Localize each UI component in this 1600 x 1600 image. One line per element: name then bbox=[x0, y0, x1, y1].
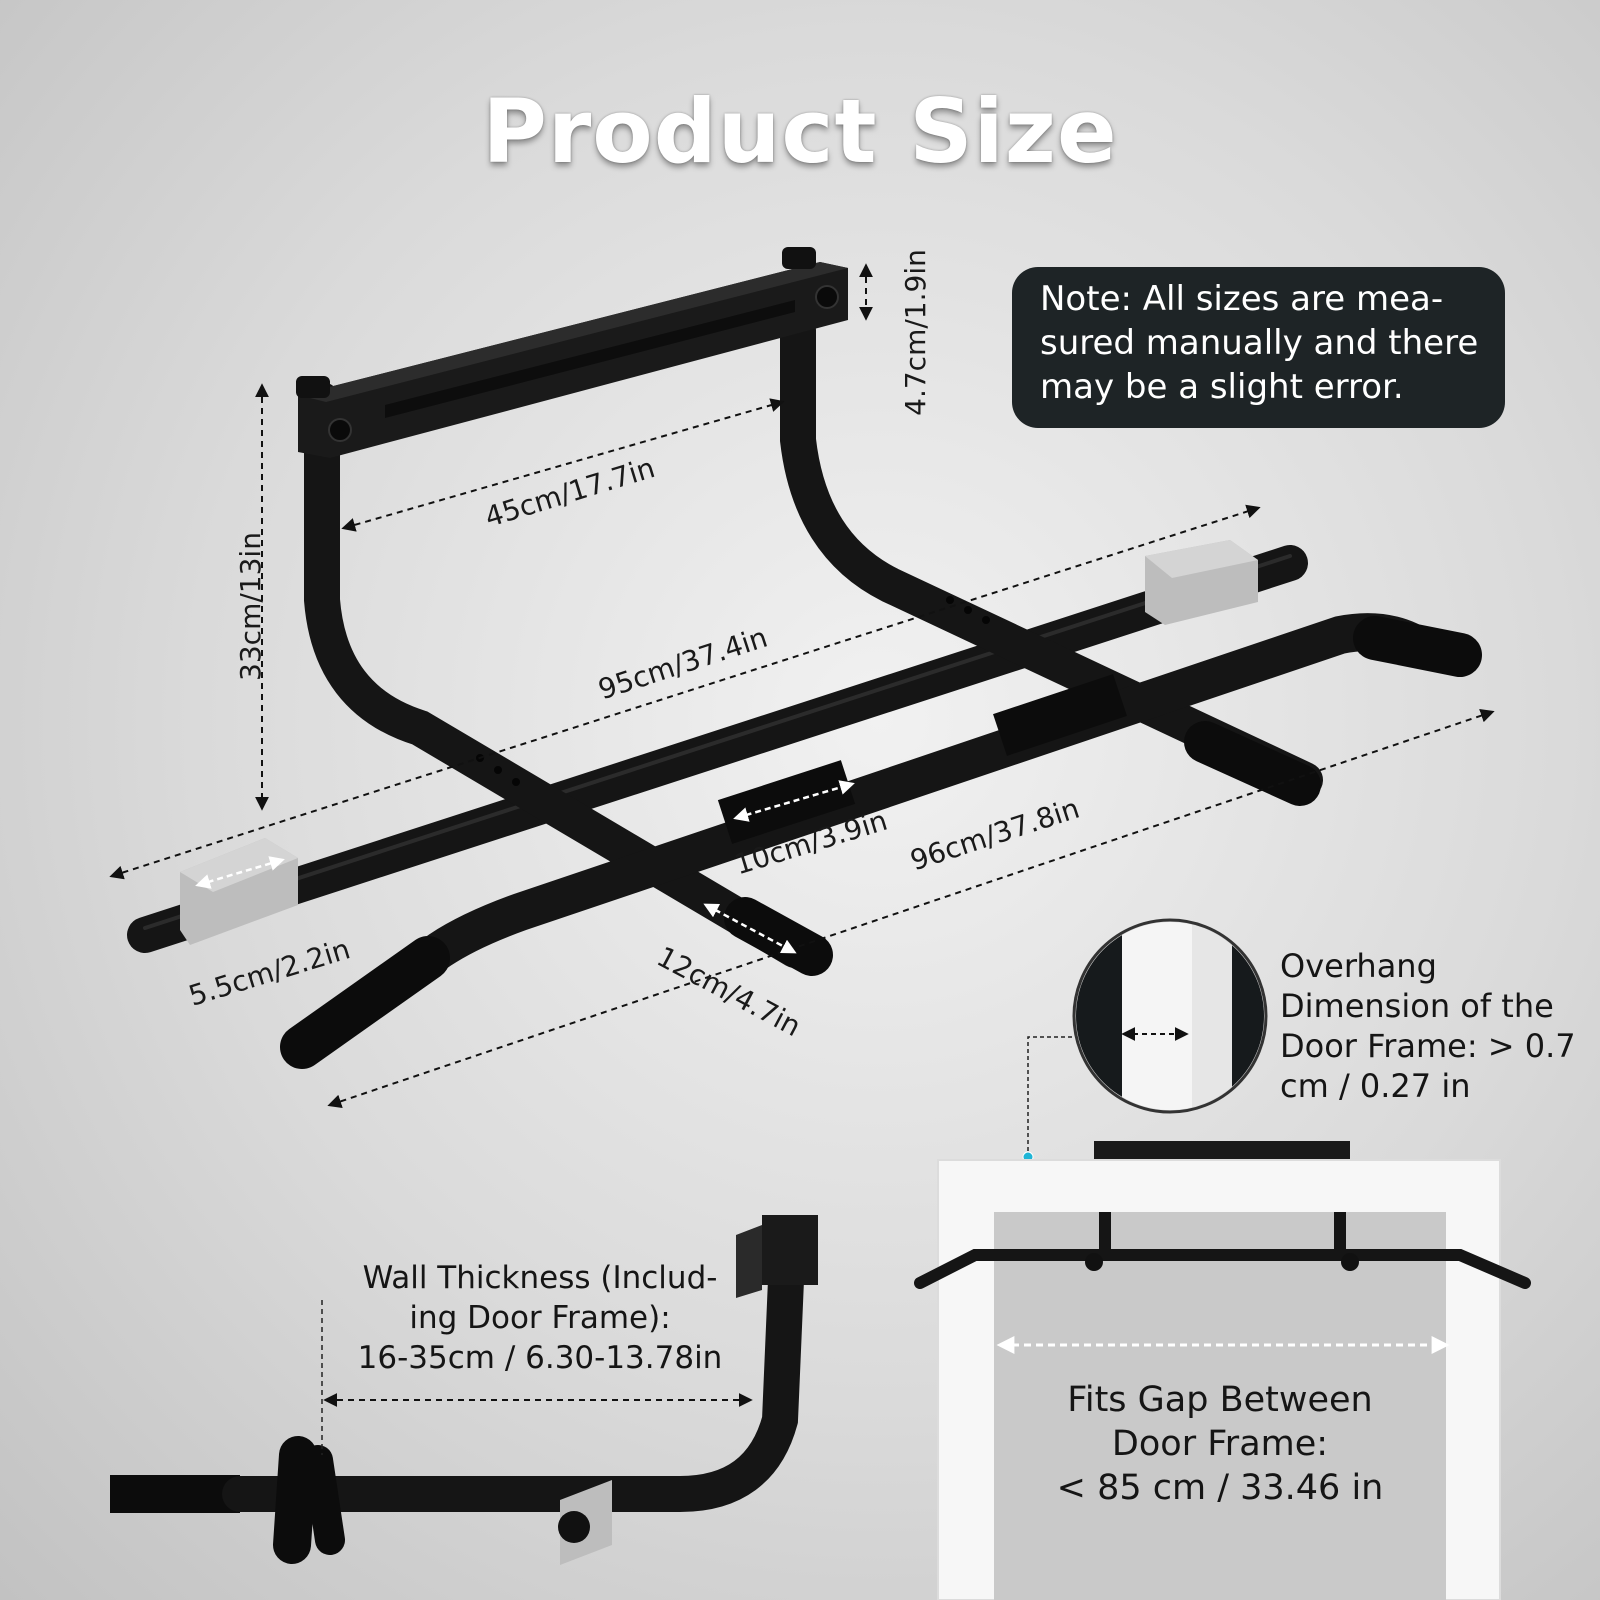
page-title: Product Size bbox=[482, 80, 1118, 183]
overhang-zoom-circle bbox=[1022, 918, 1268, 1163]
side-view-illustration bbox=[110, 1215, 818, 1565]
gap-line: Fits Gap Between bbox=[1067, 1380, 1373, 1420]
overhang-line: cm / 0.27 in bbox=[1280, 1067, 1471, 1105]
door-pad-left bbox=[180, 838, 298, 945]
dim-top-bar-height: 4.7cm/1.9in bbox=[898, 249, 932, 416]
overhang-line: Overhang bbox=[1280, 947, 1437, 985]
door-gap-caption: Fits Gap Between Door Frame: < 85 cm / 3… bbox=[1000, 1378, 1440, 1510]
dimension-lines-white bbox=[195, 780, 855, 954]
dimension-lines bbox=[109, 263, 1495, 1109]
dim-total-height: 33cm/13in bbox=[233, 532, 267, 681]
overhang-caption: Overhang Dimension of the Door Frame: > … bbox=[1280, 946, 1576, 1106]
note-line: Note: All sizes are mea- bbox=[1040, 279, 1444, 319]
wall-thickness-caption: Wall Thickness (Includ- ing Door Frame):… bbox=[330, 1258, 750, 1378]
note-line: sured manually and there bbox=[1040, 323, 1479, 363]
wall-line: ing Door Frame): bbox=[409, 1300, 671, 1336]
note-line: may be a slight error. bbox=[1040, 367, 1404, 407]
door-frame-illustration bbox=[914, 1141, 1531, 1600]
top-bracket bbox=[296, 247, 848, 458]
wall-line: Wall Thickness (Includ- bbox=[362, 1260, 718, 1296]
gap-line: Door Frame: bbox=[1111, 1424, 1329, 1464]
overhang-line: Dimension of the bbox=[1280, 987, 1554, 1025]
gap-line: < 85 cm / 33.46 in bbox=[1056, 1468, 1384, 1508]
overhang-line: Door Frame: > 0.7 bbox=[1280, 1027, 1576, 1065]
wall-line: 16-35cm / 6.30-13.78in bbox=[357, 1340, 723, 1376]
door-pad-right bbox=[1145, 540, 1258, 625]
note-box: Note: All sizes are mea- sured manually … bbox=[1012, 267, 1505, 428]
